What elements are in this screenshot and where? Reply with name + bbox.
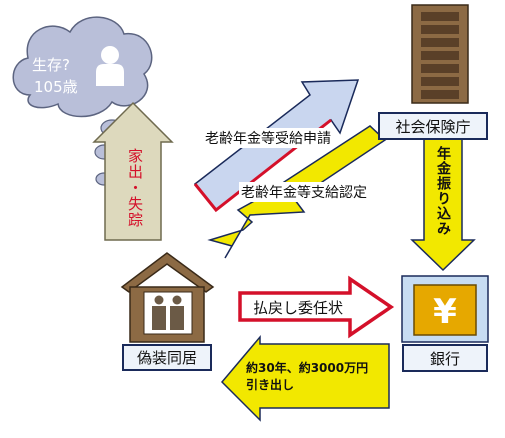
cloud-line-2: 105歳 xyxy=(34,78,78,96)
leave-home-label: 家出・失踪 xyxy=(126,148,144,228)
house-icon xyxy=(120,252,215,343)
agency-node: 社会保険庁 xyxy=(378,112,488,140)
withdrawal-arrow xyxy=(220,334,390,422)
application-label: 老齢年金等受給申請 xyxy=(203,128,333,148)
person-icon xyxy=(96,46,124,86)
authorization-label: 払戻し委任状 xyxy=(253,299,344,317)
leave-home-arrow xyxy=(92,101,174,241)
transfer-arrow xyxy=(410,138,476,272)
withdrawal-label-1: 約30年、約3000万円 xyxy=(246,361,369,375)
transfer-label: 年金振り込み xyxy=(435,146,451,236)
bank-icon: ¥ xyxy=(401,275,489,343)
withdrawal-label-2: 引き出し xyxy=(246,378,295,392)
certification-label: 老齢年金等支給認定 xyxy=(239,182,369,202)
bank-node: 銀行 xyxy=(402,344,488,372)
authorization-arrow xyxy=(238,275,395,339)
bank-yen-symbol: ¥ xyxy=(433,292,457,332)
cloud-line-1: 生存? xyxy=(32,56,70,74)
building-icon xyxy=(411,4,469,104)
house-node: 偽装同居 xyxy=(122,344,212,371)
